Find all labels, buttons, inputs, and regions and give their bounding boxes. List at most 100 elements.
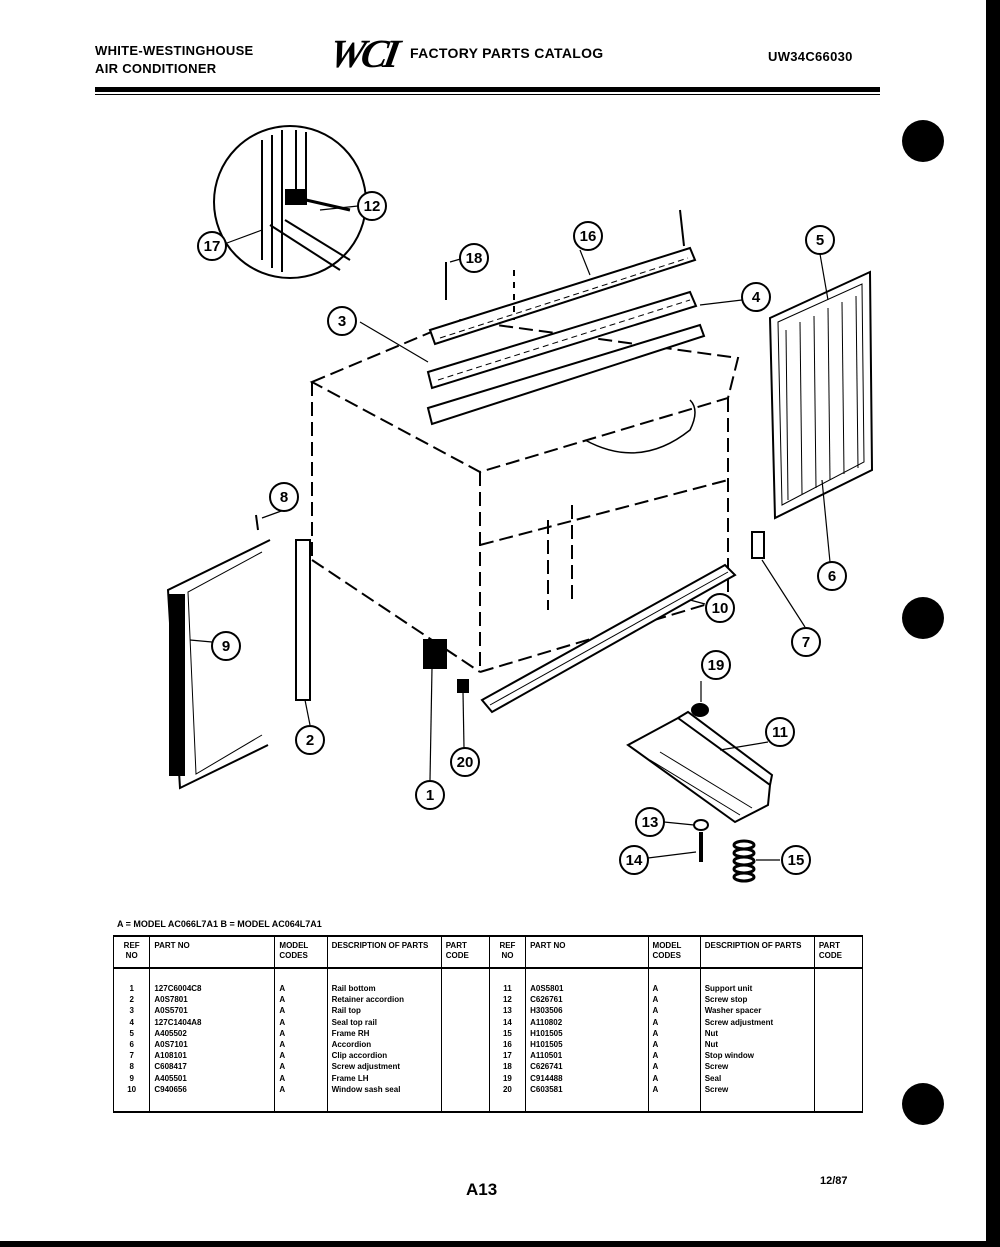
callout-17: 17: [197, 231, 227, 261]
header-part-code-2: PART CODE: [813, 935, 864, 969]
header-model-codes: MODEL CODES: [274, 935, 328, 969]
part-no-cell: C608417: [149, 1061, 275, 1073]
part-no-cell: H101505: [525, 1027, 649, 1040]
svg-text:3: 3: [338, 313, 346, 330]
description-cell: Clip accordion: [326, 1050, 442, 1062]
model-code-cell: A: [274, 1005, 328, 1017]
model-code-cell: A: [274, 968, 328, 995]
model-key: A = MODEL AC066L7A1 B = MODEL AC064L7A1: [117, 919, 322, 929]
callout-2: 2: [295, 725, 325, 755]
model-code-cell: A: [647, 968, 701, 995]
brand-line-1: WHITE-WESTINGHOUSE: [95, 43, 254, 58]
model-code-cell: A: [274, 994, 328, 1006]
callout-8: 8: [269, 482, 299, 512]
support-bracket: [626, 703, 774, 883]
model-code-cell: A: [647, 1083, 701, 1114]
part-code-cell: [813, 968, 864, 995]
model-code-cell: A: [274, 1050, 328, 1062]
ref-cell: 10: [112, 1083, 150, 1114]
part-no-cell: 127C6004C8: [149, 968, 275, 995]
part-code-cell: [813, 1083, 864, 1114]
description-cell: Screw: [699, 1083, 815, 1114]
model-code-cell: A: [647, 1061, 701, 1073]
callout-5: 5: [805, 225, 835, 255]
ref-cell: 5: [112, 1027, 150, 1040]
callout-13: 13: [635, 807, 665, 837]
ref-cell: 15: [488, 1027, 526, 1040]
punch-hole-top: [902, 120, 944, 162]
svg-text:10: 10: [712, 600, 729, 617]
callout-15: 15: [781, 845, 811, 875]
description-cell: Nut: [699, 1039, 815, 1051]
callout-19: 19: [701, 650, 731, 680]
part-no-cell: A405501: [149, 1072, 275, 1084]
scan-edge-right: [986, 0, 1000, 1247]
part-no-cell: 127C1404A8: [149, 1016, 275, 1028]
header-part-code: PART CODE: [440, 935, 490, 969]
part-code-cell: [440, 1027, 490, 1040]
parts-table: REF NO PART NO MODEL CODES DESCRIPTION O…: [112, 935, 864, 1114]
callout-3: 3: [327, 306, 357, 336]
description-cell: Seal: [699, 1072, 815, 1084]
part-code-cell: [440, 1072, 490, 1084]
page-number: A13: [466, 1180, 498, 1199]
description-cell: Accordion: [326, 1039, 442, 1051]
svg-text:17: 17: [204, 238, 221, 255]
model-code-cell: A: [647, 1039, 701, 1051]
header-ref-no-2: REF NO: [488, 935, 526, 969]
part-code-cell: [813, 1061, 864, 1073]
header-rule: [95, 87, 880, 92]
description-cell: Frame RH: [326, 1027, 442, 1040]
detail-inset: [213, 125, 367, 279]
description-cell: Screw adjustment: [699, 1016, 815, 1028]
header-part-no: PART NO: [149, 935, 275, 969]
svg-text:1: 1: [426, 787, 434, 804]
callout-6: 6: [817, 561, 847, 591]
catalog-title: FACTORY PARTS CATALOG: [410, 45, 604, 61]
part-code-cell: [813, 1039, 864, 1051]
description-cell: Nut: [699, 1027, 815, 1040]
ref-cell: 9: [112, 1072, 150, 1084]
ref-cell: 14: [488, 1016, 526, 1028]
svg-text:5: 5: [816, 232, 824, 249]
part-code-cell: [813, 1005, 864, 1017]
svg-text:9: 9: [222, 638, 230, 655]
header-rule-thin: [95, 94, 880, 95]
description-cell: Stop window: [699, 1050, 815, 1062]
left-frame-assembly: [166, 514, 311, 790]
svg-text:15: 15: [788, 852, 805, 869]
ref-cell: 8: [112, 1061, 150, 1073]
ref-cell: 11: [488, 968, 526, 995]
part-no-cell: C603581: [525, 1083, 649, 1114]
callout-group: 17 12 18 16 3 4 5 6 7 10 19 11 8 9 2 1 2…: [197, 191, 847, 875]
callout-7: 7: [791, 627, 821, 657]
callout-18: 18: [459, 243, 489, 273]
part-code-cell: [440, 968, 490, 995]
part-no-cell: A110501: [525, 1050, 649, 1062]
callout-9: 9: [211, 631, 241, 661]
part-no-cell: A110802: [525, 1016, 649, 1028]
part-code-cell: [813, 1050, 864, 1062]
description-cell: Washer spacer: [699, 1005, 815, 1017]
model-code-cell: A: [274, 1016, 328, 1028]
description-cell: Rail bottom: [326, 968, 442, 995]
ref-cell: 3: [112, 1005, 150, 1017]
model-code-cell: A: [647, 1050, 701, 1062]
svg-text:4: 4: [752, 289, 761, 306]
callout-1: 1: [415, 780, 445, 810]
svg-text:18: 18: [466, 250, 483, 267]
part-code-cell: [813, 1072, 864, 1084]
model-code-cell: A: [647, 994, 701, 1006]
description-cell: Screw adjustment: [326, 1061, 442, 1073]
part-code-cell: [440, 994, 490, 1006]
part-code-cell: [813, 994, 864, 1006]
svg-text:6: 6: [828, 568, 836, 585]
part-code-cell: [440, 1039, 490, 1051]
part-no-cell: H101505: [525, 1039, 649, 1051]
punch-hole-bottom: [902, 1083, 944, 1125]
